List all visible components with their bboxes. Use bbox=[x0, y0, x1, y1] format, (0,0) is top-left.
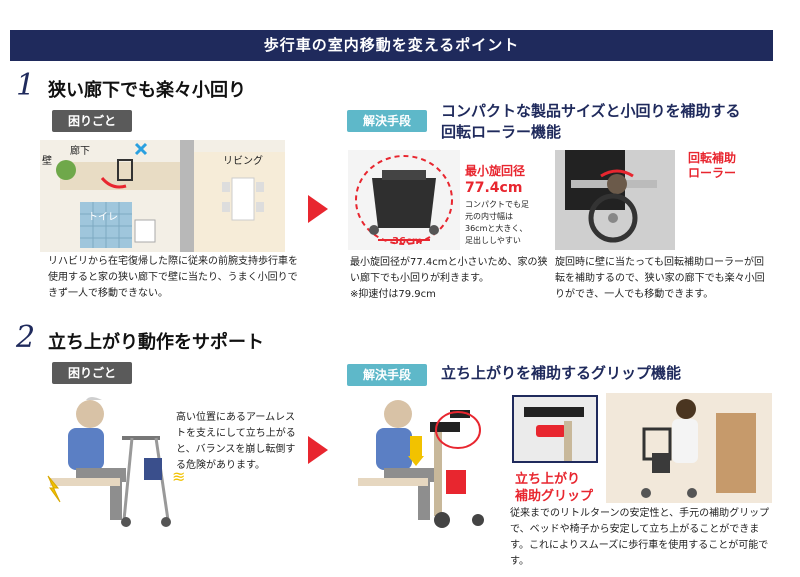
problem-illustration-2: ≋ bbox=[40, 392, 190, 532]
grip-detail-photo bbox=[512, 395, 598, 463]
solution-illustration-2 bbox=[350, 392, 505, 532]
caption-left-1: 最小旋回径が77.4cmと小さいため、家の狭い廊下でも小回りが利きます。 bbox=[350, 257, 548, 284]
arrow-right-2 bbox=[308, 436, 328, 464]
problem-tag-1: 困りごと bbox=[52, 110, 132, 132]
solution-heading-1b: 回転ローラー機能 bbox=[441, 123, 562, 141]
solution-heading-1a: コンパクトな製品サイズと小回りを補助する bbox=[441, 102, 741, 120]
section-2-title: 立ち上がり動作をサポート bbox=[48, 332, 264, 353]
label-corridor: 廊下 bbox=[70, 146, 90, 157]
standing-photo bbox=[606, 393, 772, 503]
turning-note: コンパクトでも足元の内寸幅は36cmと大きく、足出ししやすい bbox=[465, 200, 529, 245]
problem-text-2: 高い位置にあるアームレストを支えにして立ち上がると、バランスを崩し転倒する危険が… bbox=[176, 412, 296, 471]
solution-tag-2: 解決手段 bbox=[347, 364, 427, 386]
grip-label-1: 立ち上がり bbox=[515, 472, 581, 487]
section-2-number: 2 bbox=[16, 320, 36, 355]
floorplan-illustration: 壁 廊下 リビング トイレ bbox=[40, 140, 285, 252]
svg-text:≋: ≋ bbox=[172, 467, 185, 486]
caption-right-1: 旋回時に壁に当たっても回転補助ローラーが回転を補助するので、狭い家の廊下でも楽々… bbox=[555, 257, 765, 300]
label-living: リビング bbox=[223, 156, 263, 167]
width-label: 36cm bbox=[392, 236, 423, 247]
caption-left-note-1: ※抑速付は79.9cm bbox=[350, 289, 436, 300]
solution-tag-1: 解決手段 bbox=[347, 110, 427, 132]
arrow-right-1 bbox=[308, 195, 328, 223]
section-1-title: 狭い廊下でも楽々小回り bbox=[48, 80, 246, 101]
walker-top-view-image: 36cm bbox=[348, 150, 460, 250]
problem-text-1: リハビリから在宅復帰した際に従来の前腕支持歩行車を使用すると家の狭い廊下で壁に当… bbox=[48, 256, 298, 299]
label-toilet: トイレ bbox=[88, 212, 118, 223]
section-1-number: 1 bbox=[16, 68, 36, 103]
problem-tag-2: 困りごと bbox=[52, 362, 132, 384]
solution-heading-2: 立ち上がりを補助するグリップ機能 bbox=[441, 364, 682, 382]
min-turning-label: 最小旋回径 bbox=[465, 164, 526, 178]
label-wall: 壁 bbox=[42, 156, 52, 167]
caption-2: 従来までのリトルターンの安定性と、手元の補助グリップで、ベッドや椅子から安定して… bbox=[510, 508, 770, 567]
min-turning-value: 77.4cm bbox=[465, 180, 523, 196]
roller-photo bbox=[555, 150, 675, 250]
roller-label-1: 回転補助 bbox=[688, 151, 737, 165]
page-header: 歩行車の室内移動を変えるポイント bbox=[10, 30, 773, 61]
roller-label-2: ローラー bbox=[688, 166, 737, 180]
grip-label-2: 補助グリップ bbox=[515, 489, 594, 504]
